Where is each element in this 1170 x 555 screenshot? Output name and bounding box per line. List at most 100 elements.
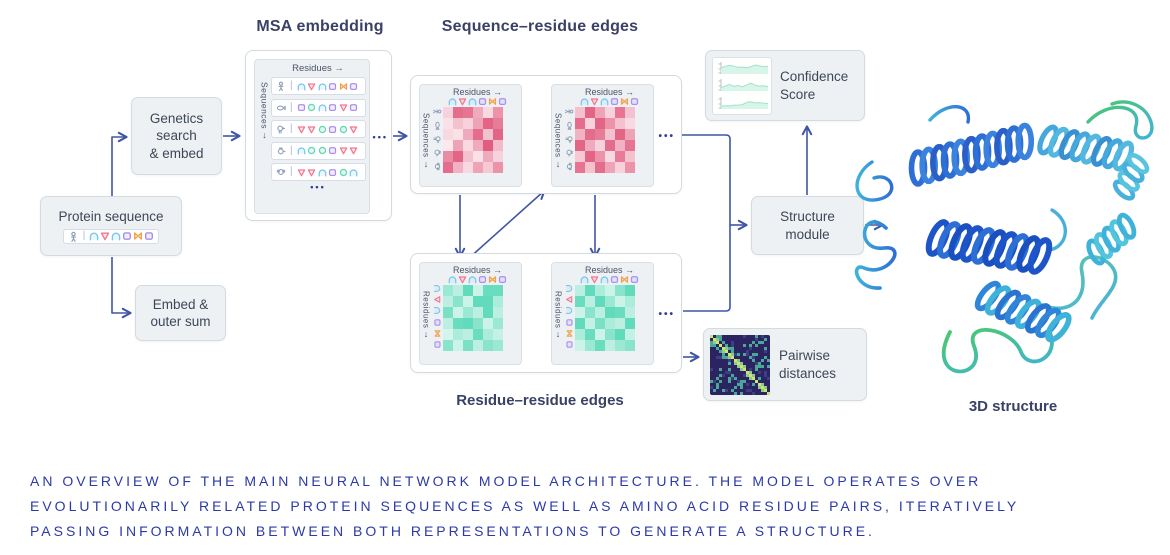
heatmap-cell xyxy=(575,285,585,296)
residues-axis: Residues → xyxy=(452,265,503,275)
bird-icon xyxy=(565,135,574,146)
heatmap-cell xyxy=(585,340,595,351)
protein-sequence-box: Protein sequence | xyxy=(40,196,182,256)
monkey-icon xyxy=(565,162,574,173)
heatmap-cell xyxy=(595,296,605,307)
heatmap-cell xyxy=(493,140,503,151)
connector xyxy=(111,257,132,319)
residue-residue-panel-1: Residues → Residues ↓ xyxy=(419,262,522,365)
heatmap-cell xyxy=(625,151,635,162)
msa-row: | xyxy=(271,120,366,138)
confidence-chart-3 xyxy=(718,96,769,109)
heatmap-cell xyxy=(575,118,585,129)
heatmap-cell xyxy=(585,285,595,296)
bow-glyph-icon xyxy=(133,231,143,241)
left-axis-glyphs xyxy=(432,285,443,351)
human-icon xyxy=(433,107,442,118)
msa-more-columns-ellipsis: ••• xyxy=(372,132,388,142)
heatmap-cell xyxy=(453,107,463,118)
heatmap-cell xyxy=(483,329,493,340)
fish-icon xyxy=(433,121,442,132)
heatmap-cell xyxy=(625,296,635,307)
heatmap-cell xyxy=(615,162,625,173)
heatmap-cell xyxy=(463,340,473,351)
heatmap-cell xyxy=(463,285,473,296)
protein-sequence-label: Protein sequence xyxy=(58,209,164,225)
residues-axis: Residues → xyxy=(584,265,635,275)
heatmap-cell xyxy=(605,151,615,162)
heatmap-cell xyxy=(585,151,595,162)
heatmap-cell xyxy=(605,318,615,329)
divider: | xyxy=(82,230,86,242)
heatmap-cell xyxy=(443,107,453,118)
msa-embedding-box: Residues → Sequences ↓ | | | xyxy=(245,50,392,221)
divider: | xyxy=(290,144,293,156)
divider: | xyxy=(290,101,293,113)
divider: | xyxy=(290,123,293,134)
right-arrow-icon: → xyxy=(334,63,344,74)
heatmap-cell xyxy=(473,318,483,329)
heatmap-cell xyxy=(483,151,493,162)
heatmap-cell xyxy=(615,107,625,118)
bird-icon xyxy=(276,124,286,134)
heatmap-cell xyxy=(483,296,493,307)
arch-glyph-icon xyxy=(565,285,574,296)
heatmap-cell xyxy=(575,151,585,162)
heatmap-grid xyxy=(443,285,503,351)
msa-row: | xyxy=(271,163,366,181)
heatmap-cell xyxy=(615,340,625,351)
left-axis: Sequences ↓ xyxy=(421,113,431,169)
msa-row: | xyxy=(271,141,366,160)
header-msa-embedding: MSA embedding xyxy=(256,18,384,35)
confidence-chart-1 xyxy=(718,62,769,75)
figure-caption: AN OVERVIEW OF THE MAIN NEURAL NETWORK M… xyxy=(30,473,1019,540)
msa-residues-axis: Residues → xyxy=(292,63,344,74)
heatmap-cell xyxy=(473,285,483,296)
arch-glyph-icon xyxy=(89,231,99,241)
heatmap-cell xyxy=(493,118,503,129)
heatmap-cell xyxy=(575,162,585,173)
residue-header-glyphs xyxy=(552,275,653,284)
heatmap-cell xyxy=(443,307,453,318)
heatmap-cell xyxy=(595,129,605,140)
heatmap-cell xyxy=(575,329,585,340)
header-3d-structure: 3D structure xyxy=(968,398,1058,415)
heatmap-cell xyxy=(473,129,483,140)
heatmap-cell xyxy=(453,140,463,151)
heatmap-cell xyxy=(615,307,625,318)
heatmap-cell xyxy=(605,140,615,151)
heatmap-cell xyxy=(615,118,625,129)
heatmap-cell xyxy=(453,329,463,340)
heatmap-cell xyxy=(585,329,595,340)
pairwise-distance-matrix xyxy=(710,334,770,395)
msa-row: | xyxy=(271,98,366,117)
heatmap-cell xyxy=(463,151,473,162)
heatmap-cell xyxy=(585,162,595,173)
down-arrow-icon: ↓ xyxy=(262,130,267,141)
sequence-residue-panel-2: Residues → Sequences ↓ xyxy=(551,84,654,187)
heatmap-cell xyxy=(483,140,493,151)
connector xyxy=(467,189,546,260)
embed-outer-sum-box: Embed & outer sum xyxy=(135,285,226,341)
heatmap-cell xyxy=(493,296,503,307)
confidence-charts xyxy=(712,56,772,115)
heatmap-cell xyxy=(443,285,453,296)
heatmap-cell xyxy=(463,296,473,307)
heatmap-cell xyxy=(575,129,585,140)
left-axis-glyphs xyxy=(564,107,575,173)
heatmap-cell xyxy=(575,307,585,318)
heatmap-cell xyxy=(595,318,605,329)
heatmap-cell xyxy=(493,307,503,318)
heatmap-cell xyxy=(463,107,473,118)
heatmap-cell xyxy=(605,162,615,173)
residue-header-glyphs xyxy=(420,97,521,106)
header-sequence-residue-edges: Sequence–residue edges xyxy=(441,18,639,35)
heatmap-cell xyxy=(473,340,483,351)
heatmap-cell xyxy=(625,318,635,329)
down-arrow-icon: ↓ xyxy=(423,329,429,340)
heatmap-cell xyxy=(483,340,493,351)
heatmap-cell xyxy=(493,340,503,351)
heatmap-cell xyxy=(615,151,625,162)
heatmap-cell xyxy=(493,318,503,329)
human-icon xyxy=(68,231,79,242)
